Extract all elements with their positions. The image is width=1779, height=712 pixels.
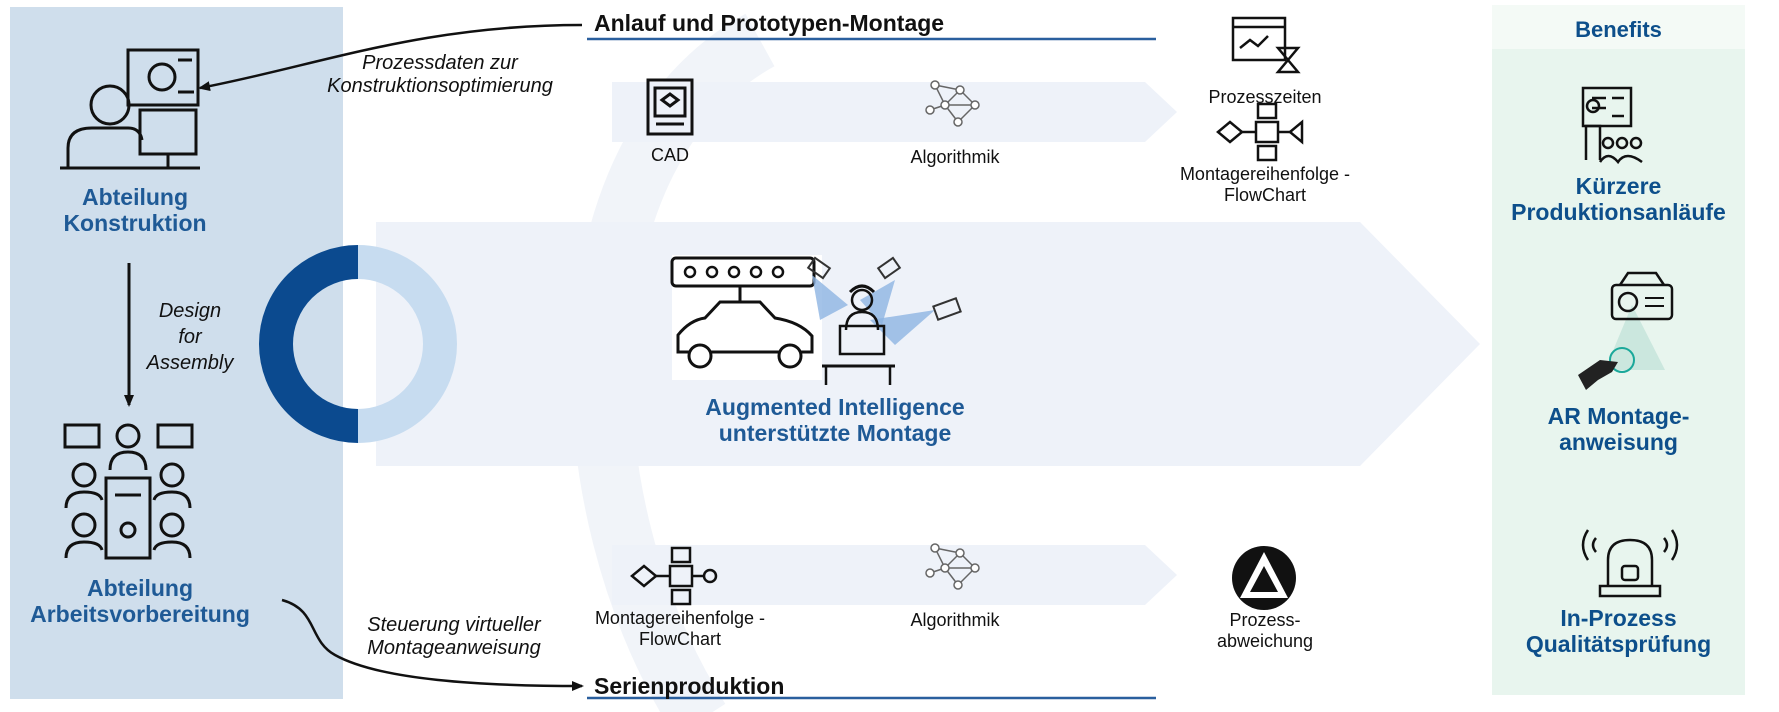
algorithm-top-label: Algorithmik — [910, 147, 1000, 167]
ar-assembly-illustration — [670, 255, 962, 385]
algorithm-icon-bottom — [925, 543, 980, 590]
projector-icon — [1578, 271, 1674, 390]
benefit-shorter-rampup: Kürzere Produktionsanläufe — [1511, 173, 1726, 226]
alarm-icon — [1581, 529, 1679, 598]
benefits-header: Benefits — [1575, 17, 1662, 42]
dept-arbeitsvorbereitung-label: Abteilung Arbeitsvorbereitung — [30, 575, 250, 628]
algorithm-icon-top — [925, 80, 980, 127]
dept-konstruktion-label: Abteilung Konstruktion — [63, 184, 207, 237]
team-icon — [63, 423, 194, 560]
benefit-inprocess-quality: In-Prozess Qualitätsprüfung — [1525, 605, 1712, 658]
arrow-to-konstruktion — [198, 23, 583, 92]
cad-icon — [646, 78, 694, 136]
cycle-ring-light — [357, 245, 457, 443]
virtual-instruction-note: Steuerung virtueller Montageanweisung — [367, 614, 541, 659]
process-times-label: Prozesszeiten — [1208, 87, 1322, 107]
deviation-icon — [1232, 546, 1296, 610]
center-flow-arrow — [376, 222, 1480, 466]
bottom-flow-arrow — [612, 545, 1177, 605]
arrow-to-serienproduktion — [281, 598, 584, 691]
process-data-note: Prozessdaten zur Konstruktionsoptimierun… — [327, 52, 553, 97]
benefit-ar-instruction: AR Montage- anweisung — [1547, 403, 1690, 456]
design-for-assembly-note: Design for Assembly — [146, 300, 234, 374]
cad-label: CAD — [650, 145, 689, 165]
flowchart-icon-top — [1216, 102, 1304, 162]
top-stage-title: Anlauf und Prototypen-Montage — [594, 10, 945, 36]
process-time-icon — [1231, 16, 1301, 74]
flowchart-icon-bottom — [630, 546, 718, 606]
benefits-header-band — [1492, 5, 1745, 49]
center-stage-title: Augmented Intelligence unterstützte Mont… — [705, 394, 965, 447]
deviation-label: Prozess- abweichung — [1216, 610, 1314, 651]
cycle-ring-dark — [259, 245, 359, 443]
flowchart-top-label: Montagereihenfolge - FlowChart — [1179, 164, 1351, 205]
flowchart-bottom-label: Montagereihenfolge - FlowChart — [594, 608, 766, 649]
top-flow-arrow — [612, 82, 1177, 142]
bottom-stage-title: Serienproduktion — [594, 673, 785, 699]
training-icon — [1581, 86, 1643, 165]
algorithm-bottom-label: Algorithmik — [910, 610, 1000, 630]
designer-icon — [60, 48, 200, 170]
